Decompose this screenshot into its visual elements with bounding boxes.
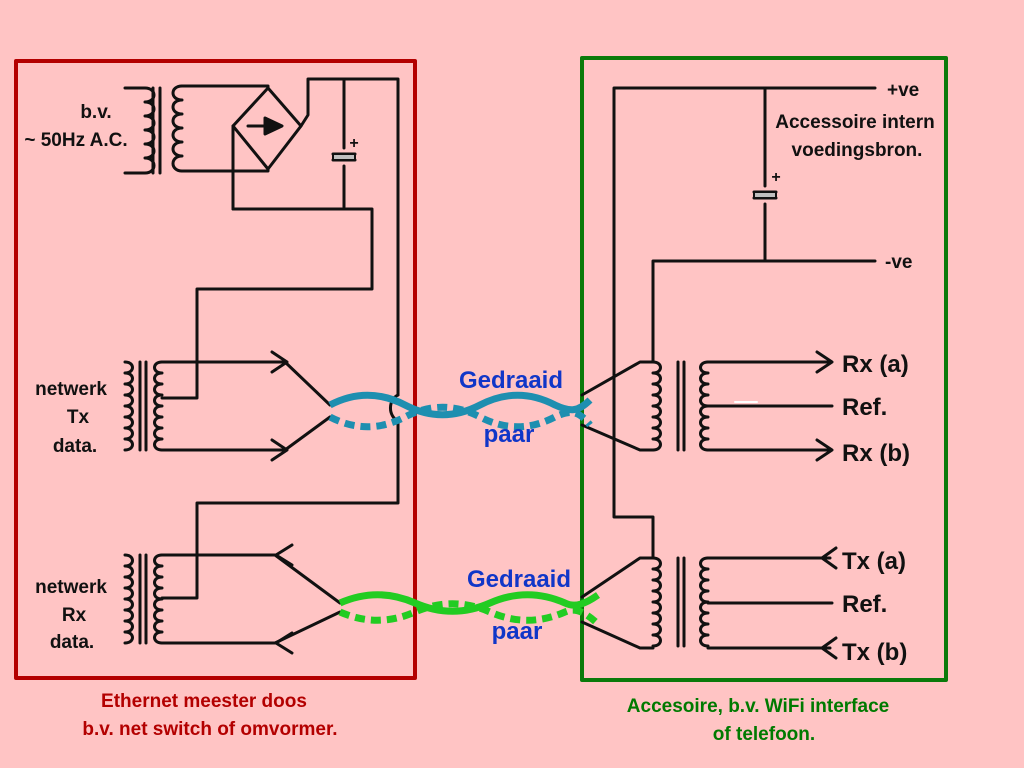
source-label-line1: b.v.	[80, 102, 111, 123]
rx-b-label: Rx (b)	[842, 440, 910, 467]
tx-label-line3: data.	[53, 436, 97, 457]
twisted-pair-bottom	[338, 591, 601, 627]
tx-ref-label: Ref.	[842, 591, 887, 618]
master-cap-plus: +	[349, 135, 358, 152]
negative-rail	[160, 207, 374, 400]
rx-label-line1: netwerk	[35, 577, 107, 598]
bridge-rectifier	[231, 86, 303, 211]
master-tx-transformer	[123, 350, 332, 462]
master-rx-transformer	[123, 543, 342, 655]
positive-rail	[299, 77, 400, 397]
negative-rail-label: -ve	[885, 252, 912, 273]
positive-rail-label: +ve	[887, 80, 919, 101]
rx-label-line2: Rx	[62, 605, 87, 626]
tx-a-label: Tx (a)	[842, 548, 906, 575]
power-label-line2: voedingsbron.	[792, 140, 923, 161]
accessory-rx-transformer	[580, 350, 834, 462]
accessory-positive-rail	[612, 86, 877, 560]
accessory-caption-line2: of telefoon.	[713, 724, 815, 745]
twisted-pair-top	[328, 391, 593, 431]
tx-b-label: Tx (b)	[842, 639, 907, 666]
rx-label-line3: data.	[50, 632, 94, 653]
bottom-pair-label-line2: paar	[492, 618, 543, 645]
power-label-line1: Accessoire intern	[775, 112, 934, 133]
mains-transformer	[123, 84, 270, 175]
rectifier-arrow	[263, 116, 284, 136]
master-caption-line2: b.v. net switch of omvormer.	[82, 719, 337, 740]
top-pair-label-line2: paar	[484, 421, 535, 448]
accessory-cap-plus: +	[771, 169, 780, 186]
bottom-pair-label-line1: Gedraaid	[467, 566, 571, 593]
accessory-caption-line1: Accesoire, b.v. WiFi interface	[627, 696, 889, 717]
master-caption-line1: Ethernet meester doos	[101, 691, 307, 712]
rx-a-label: Rx (a)	[842, 351, 909, 378]
rx-ref-label: Ref.	[842, 394, 887, 421]
master-box	[14, 59, 417, 680]
accessory-negative-rail	[651, 259, 877, 364]
accessory-box	[580, 56, 948, 682]
accessory-tx-transformer	[580, 546, 838, 660]
tx-label-line1: netwerk	[35, 379, 107, 400]
top-pair-label-line1: Gedraaid	[459, 367, 563, 394]
tx-label-line2: Tx	[67, 407, 90, 428]
source-label-line2: ~ 50Hz A.C.	[24, 130, 127, 151]
